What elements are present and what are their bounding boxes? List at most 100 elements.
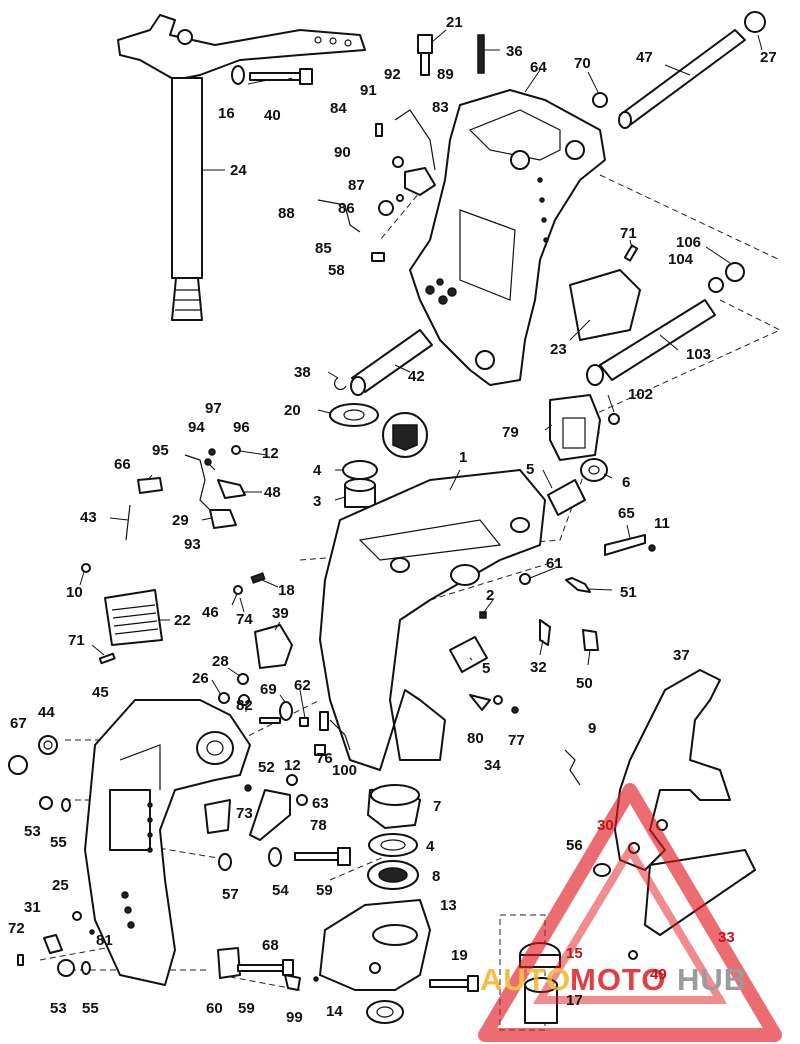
callout-5b: 5 (482, 660, 490, 677)
callout-23: 23 (550, 341, 567, 358)
callout-27: 27 (760, 49, 777, 66)
callout-17: 17 (566, 992, 583, 1009)
callout-50: 50 (576, 675, 593, 692)
callout-71a: 71 (620, 225, 637, 242)
callout-7: 7 (433, 798, 441, 815)
callout-59a: 59 (316, 882, 333, 899)
automotohub-watermark: AUTO MOTO HUB (478, 783, 782, 1042)
nuts-washers-left (8, 735, 91, 977)
callout-1: 1 (459, 449, 467, 466)
callout-19: 19 (451, 947, 468, 964)
callout-65: 65 (618, 505, 635, 522)
callout-44: 44 (38, 704, 55, 721)
small-parts-center (314, 694, 581, 786)
callout-94: 94 (188, 419, 205, 436)
callout-4b: 4 (426, 838, 435, 855)
callout-92: 92 (384, 66, 401, 83)
swivel-bracket-64 (409, 89, 606, 386)
small-parts-left (17, 911, 95, 966)
callout-15: 15 (566, 945, 583, 962)
callout-83: 83 (432, 99, 449, 116)
callout-39: 39 (272, 605, 289, 622)
callout-97: 97 (205, 400, 222, 417)
watermark-triangle (478, 783, 782, 1042)
callout-78: 78 (310, 817, 327, 834)
callout-43: 43 (80, 509, 97, 526)
bracket-79 (549, 394, 601, 461)
callout-106: 106 (676, 234, 701, 251)
callout-60: 60 (206, 1000, 223, 1017)
callout-6: 6 (622, 474, 630, 491)
callout-25: 25 (52, 877, 69, 894)
callout-36: 36 (506, 43, 523, 60)
callout-86: 86 (338, 200, 355, 217)
callout-74: 74 (236, 611, 253, 628)
callout-53a: 53 (24, 823, 41, 840)
callout-14: 14 (326, 1003, 343, 1020)
sender-linkage-83-92 (317, 109, 436, 262)
callout-79: 79 (502, 424, 519, 441)
leader-lines (79, 29, 763, 719)
callout-33: 33 (718, 929, 735, 946)
callout-90: 90 (334, 144, 351, 161)
callout-5a: 5 (526, 461, 534, 478)
bolt-plate-59-60-68 (217, 947, 319, 991)
tilt-tube-47 (592, 11, 766, 129)
callout-4a: 4 (313, 462, 322, 479)
callout-53b: 53 (50, 1000, 67, 1017)
lower-swivel-assembly (319, 784, 479, 1024)
callout-102: 102 (628, 386, 653, 403)
seal-detail-inset (382, 412, 428, 458)
callout-42: 42 (408, 368, 425, 385)
callout-29: 29 (172, 512, 189, 529)
callout-81: 81 (96, 932, 113, 949)
callout-64: 64 (530, 59, 547, 76)
watermark-logo-hub: HUB (677, 962, 747, 997)
callout-71b: 71 (68, 632, 85, 649)
pin-washer-38-42-20 (329, 329, 433, 427)
bolt-54-59 (218, 847, 351, 871)
watermark-inner-triangle (532, 842, 728, 1004)
callout-55b: 55 (82, 1000, 99, 1017)
callout-91: 91 (360, 82, 377, 99)
callout-89: 89 (437, 66, 454, 83)
callout-30: 30 (597, 817, 614, 834)
callout-62: 62 (294, 677, 311, 694)
fittings-21-36 (417, 34, 485, 76)
callout-18: 18 (278, 582, 295, 599)
callout-12b: 12 (284, 757, 301, 774)
callout-63: 63 (312, 795, 329, 812)
callout-61: 61 (546, 555, 563, 572)
callout-95: 95 (152, 442, 169, 459)
washer-bolt-16-40 (231, 65, 313, 85)
callout-2: 2 (486, 587, 494, 604)
callout-59b: 59 (238, 1000, 255, 1017)
callout-labels: 21 36 64 47 27 70 92 89 91 83 84 90 87 8… (8, 14, 777, 1026)
callout-31: 31 (24, 899, 41, 916)
callout-20: 20 (284, 402, 301, 419)
callout-24: 24 (230, 162, 247, 179)
callout-84: 84 (330, 100, 347, 117)
small-parts-18-46-74 (233, 572, 266, 595)
callout-82: 82 (236, 697, 253, 714)
callout-21: 21 (446, 14, 463, 31)
callout-8: 8 (432, 868, 440, 885)
callout-99: 99 (286, 1009, 303, 1026)
watermark-logo-auto: AUTO (480, 962, 571, 997)
watermark-logo-moto: MOTO (570, 962, 666, 997)
callout-34: 34 (484, 757, 501, 774)
callout-76: 76 (316, 750, 333, 767)
callout-87: 87 (348, 177, 365, 194)
trim-sender-block-39 (218, 624, 329, 731)
callout-73: 73 (236, 805, 253, 822)
callout-26: 26 (192, 670, 209, 687)
callout-72: 72 (8, 920, 25, 937)
callout-88: 88 (278, 205, 295, 222)
callout-66: 66 (114, 456, 131, 473)
callout-93: 93 (184, 536, 201, 553)
callout-9: 9 (588, 720, 596, 737)
callout-40: 40 (264, 107, 281, 124)
callout-3: 3 (313, 493, 321, 510)
callout-48: 48 (264, 484, 281, 501)
